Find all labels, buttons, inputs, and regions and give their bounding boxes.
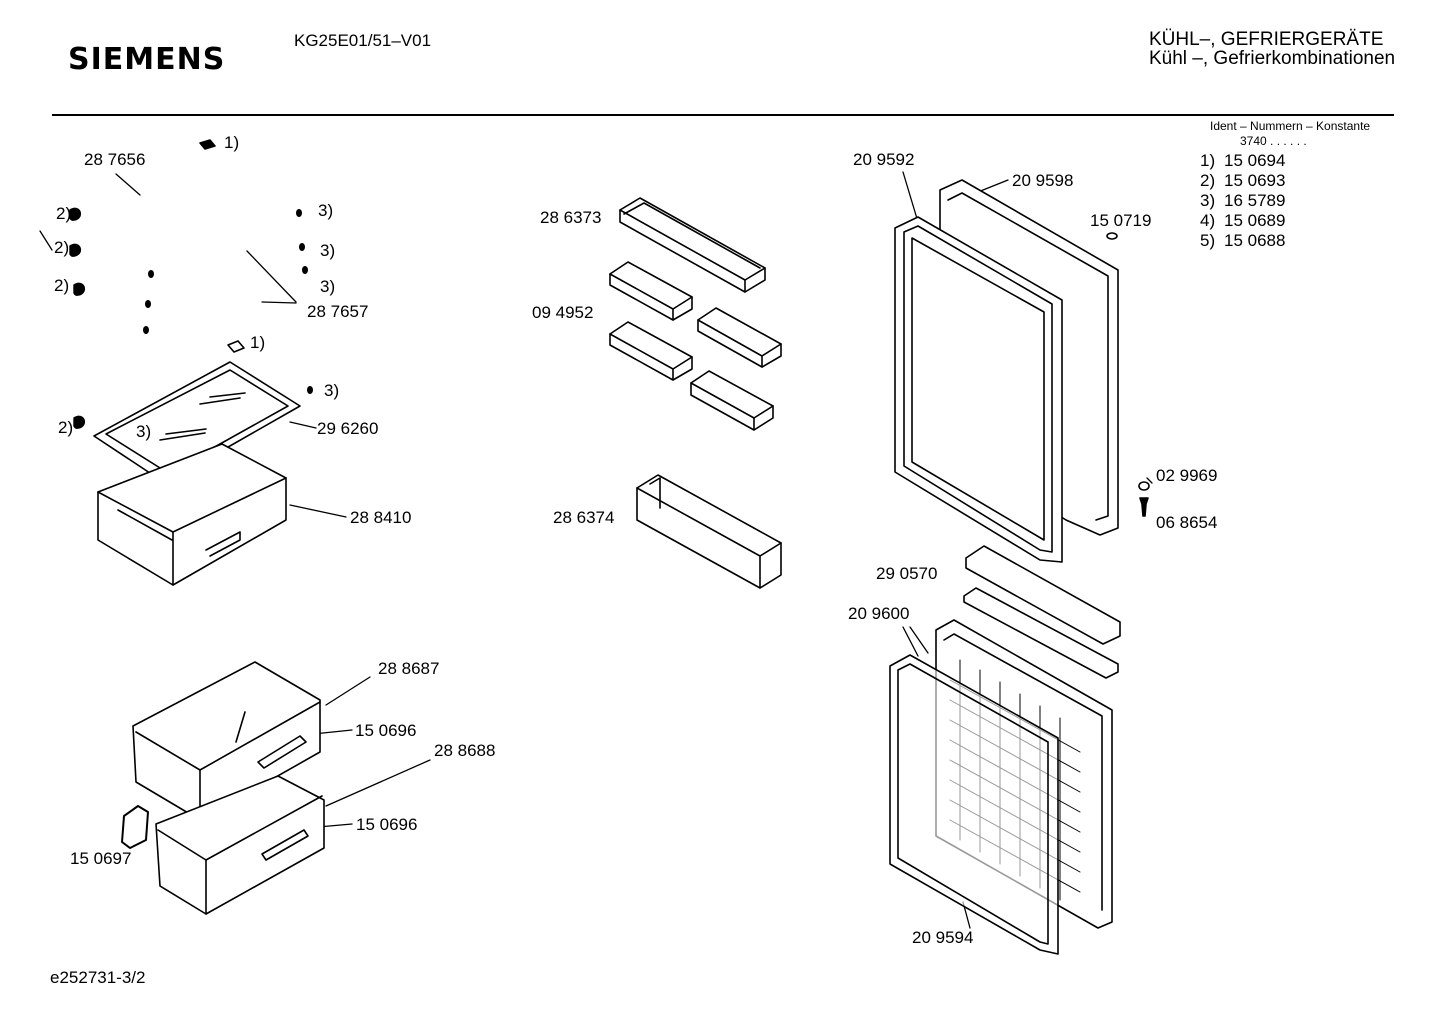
document-id: e252731-3/2 [50,968,146,987]
ref-label: 2) [54,238,70,257]
category-subtitle: Kühl –, Gefrierkombinationen [1149,48,1396,69]
vegetable-drawer [155,775,325,915]
glass-shelf [93,361,301,484]
part-label: 20 9598 [1012,171,1074,190]
vegetable-drawer [132,661,321,821]
part-label: 28 8688 [434,741,496,760]
header-divider [52,114,1394,116]
part-label: 02 9969 [1156,466,1218,485]
part-label: 28 7657 [307,302,369,321]
ref-label: 3) [320,241,336,260]
part-label: 09 4952 [532,303,594,322]
model-number: KG25E01/51–V01 [294,31,432,50]
legend-row: 2)15 0693 [1200,171,1286,190]
door-shelf-small [690,370,774,431]
cap-part [1106,232,1150,517]
part-label: 15 0696 [355,721,417,740]
ref-label: 1) [250,333,266,352]
legend-row: 4)15 0689 [1200,211,1286,230]
freezer-drawer [97,443,287,586]
part-label: 15 0697 [70,849,132,868]
part-label: 28 6374 [553,508,615,527]
ref-label: 2) [56,204,72,223]
ref-label: 2) [58,418,74,437]
ref-label: 3) [136,422,152,441]
ref-label: 1) [224,133,240,152]
ident-title: Ident – Nummern – Konstante [1210,119,1371,133]
part-label: 06 8654 [1156,513,1218,532]
legend-row: 1)15 0694 [1200,151,1286,170]
freezer-gasket [889,654,1059,955]
ref-label: 3) [318,201,334,220]
part-label: 29 6260 [317,419,379,438]
hinge-part [69,207,86,429]
part-label: 20 9594 [912,928,974,947]
ident-constant: 3740 . . . . . . [1240,134,1307,148]
part-label: 28 8687 [378,659,440,678]
part-label: 20 9592 [853,150,915,169]
category-title: KÜHL–, GEFRIERGERÄTE [1149,29,1384,50]
part-label: 29 0570 [876,564,938,583]
door-shelf-small [697,307,782,368]
part-label: 20 9600 [848,604,910,623]
part-label: 15 0696 [356,815,418,834]
door-shelf-long [619,197,766,293]
cover-strip [963,545,1121,679]
door-shelf-small [609,321,693,381]
part-label: 28 6373 [540,208,602,227]
drawer-seal [121,805,149,849]
door-gasket [894,216,1063,563]
bottle-shelf [636,474,782,589]
door-shelf-small [609,261,693,321]
ident-legend: 1)15 0694 2)15 0693 3)16 5789 4)15 0689 … [1200,151,1285,251]
part-label: 28 7656 [84,150,146,169]
legend-row: 5)15 0688 [1200,231,1286,250]
ref-label: 2) [54,276,70,295]
part-label: 15 0719 [1090,211,1152,230]
part-label: 28 8410 [350,508,412,527]
clip-part [199,139,245,353]
siemens-logo: SIEMENS [68,42,226,77]
legend-row: 3)16 5789 [1200,191,1286,210]
ref-label: 3) [320,277,336,296]
ref-label: 3) [324,381,340,400]
